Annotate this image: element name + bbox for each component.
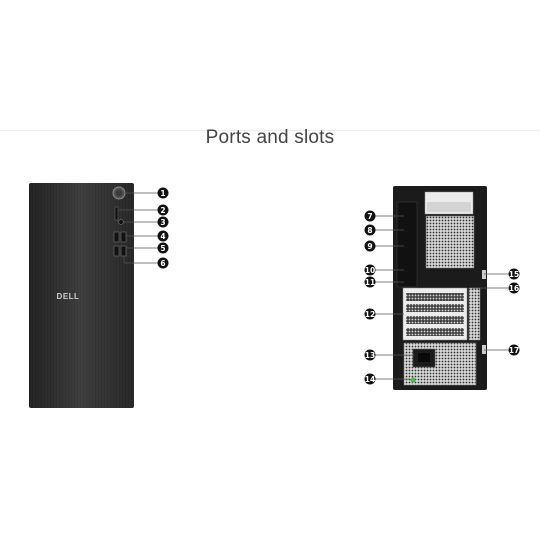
- front-leader-lines: [119, 192, 158, 264]
- svg-text:13: 13: [365, 351, 375, 360]
- svg-text:1: 1: [160, 189, 165, 198]
- back-chassis: [393, 186, 487, 390]
- svg-text:16: 16: [509, 284, 519, 293]
- svg-text:12: 12: [365, 310, 375, 319]
- page-title: Ports and slots: [205, 127, 335, 148]
- callout-10: 10: [364, 264, 376, 276]
- callout-15: 15: [508, 268, 520, 280]
- svg-text:8: 8: [367, 226, 372, 235]
- svg-text:15: 15: [509, 270, 519, 279]
- callout-9: 9: [364, 240, 376, 252]
- power-button-icon: [112, 186, 126, 200]
- callout-13: 13: [364, 349, 376, 361]
- callout-14: 14: [364, 373, 376, 385]
- front-chassis: [29, 183, 134, 408]
- svg-text:10: 10: [365, 266, 375, 275]
- callout-6: 6: [157, 257, 169, 269]
- svg-text:4: 4: [160, 232, 165, 241]
- svg-text:5: 5: [160, 244, 165, 253]
- usb-ports-icon: [113, 231, 127, 257]
- svg-text:11: 11: [365, 278, 375, 287]
- svg-text:17: 17: [509, 346, 519, 355]
- callout-5: 5: [157, 242, 169, 254]
- front-view-figure: DELL 1 2 3 4 5 6: [29, 183, 169, 408]
- svg-text:7: 7: [367, 212, 372, 221]
- callout-3: 3: [157, 216, 169, 228]
- svg-text:2: 2: [160, 206, 165, 215]
- callout-16: 16: [508, 282, 520, 294]
- svg-text:14: 14: [365, 375, 375, 384]
- section-divider: [0, 130, 540, 131]
- callout-11: 11: [364, 276, 376, 288]
- svg-text:6: 6: [160, 259, 165, 268]
- back-leader-lines: [375, 215, 508, 380]
- callout-12: 12: [364, 308, 376, 320]
- sd-card-slot-icon: [114, 206, 119, 221]
- svg-text:3: 3: [160, 218, 165, 227]
- dell-logo: DELL: [57, 292, 80, 301]
- headset-jack-icon: [118, 219, 124, 225]
- svg-text:9: 9: [367, 242, 372, 251]
- callout-1: 1: [157, 187, 169, 199]
- callout-8: 8: [364, 224, 376, 236]
- callout-7: 7: [364, 210, 376, 222]
- back-view-figure: 7 8 9 10 11 12 13 14 15 16 17: [364, 186, 520, 390]
- callout-4: 4: [157, 230, 169, 242]
- callout-2: 2: [157, 204, 169, 216]
- callout-17: 17: [508, 344, 520, 356]
